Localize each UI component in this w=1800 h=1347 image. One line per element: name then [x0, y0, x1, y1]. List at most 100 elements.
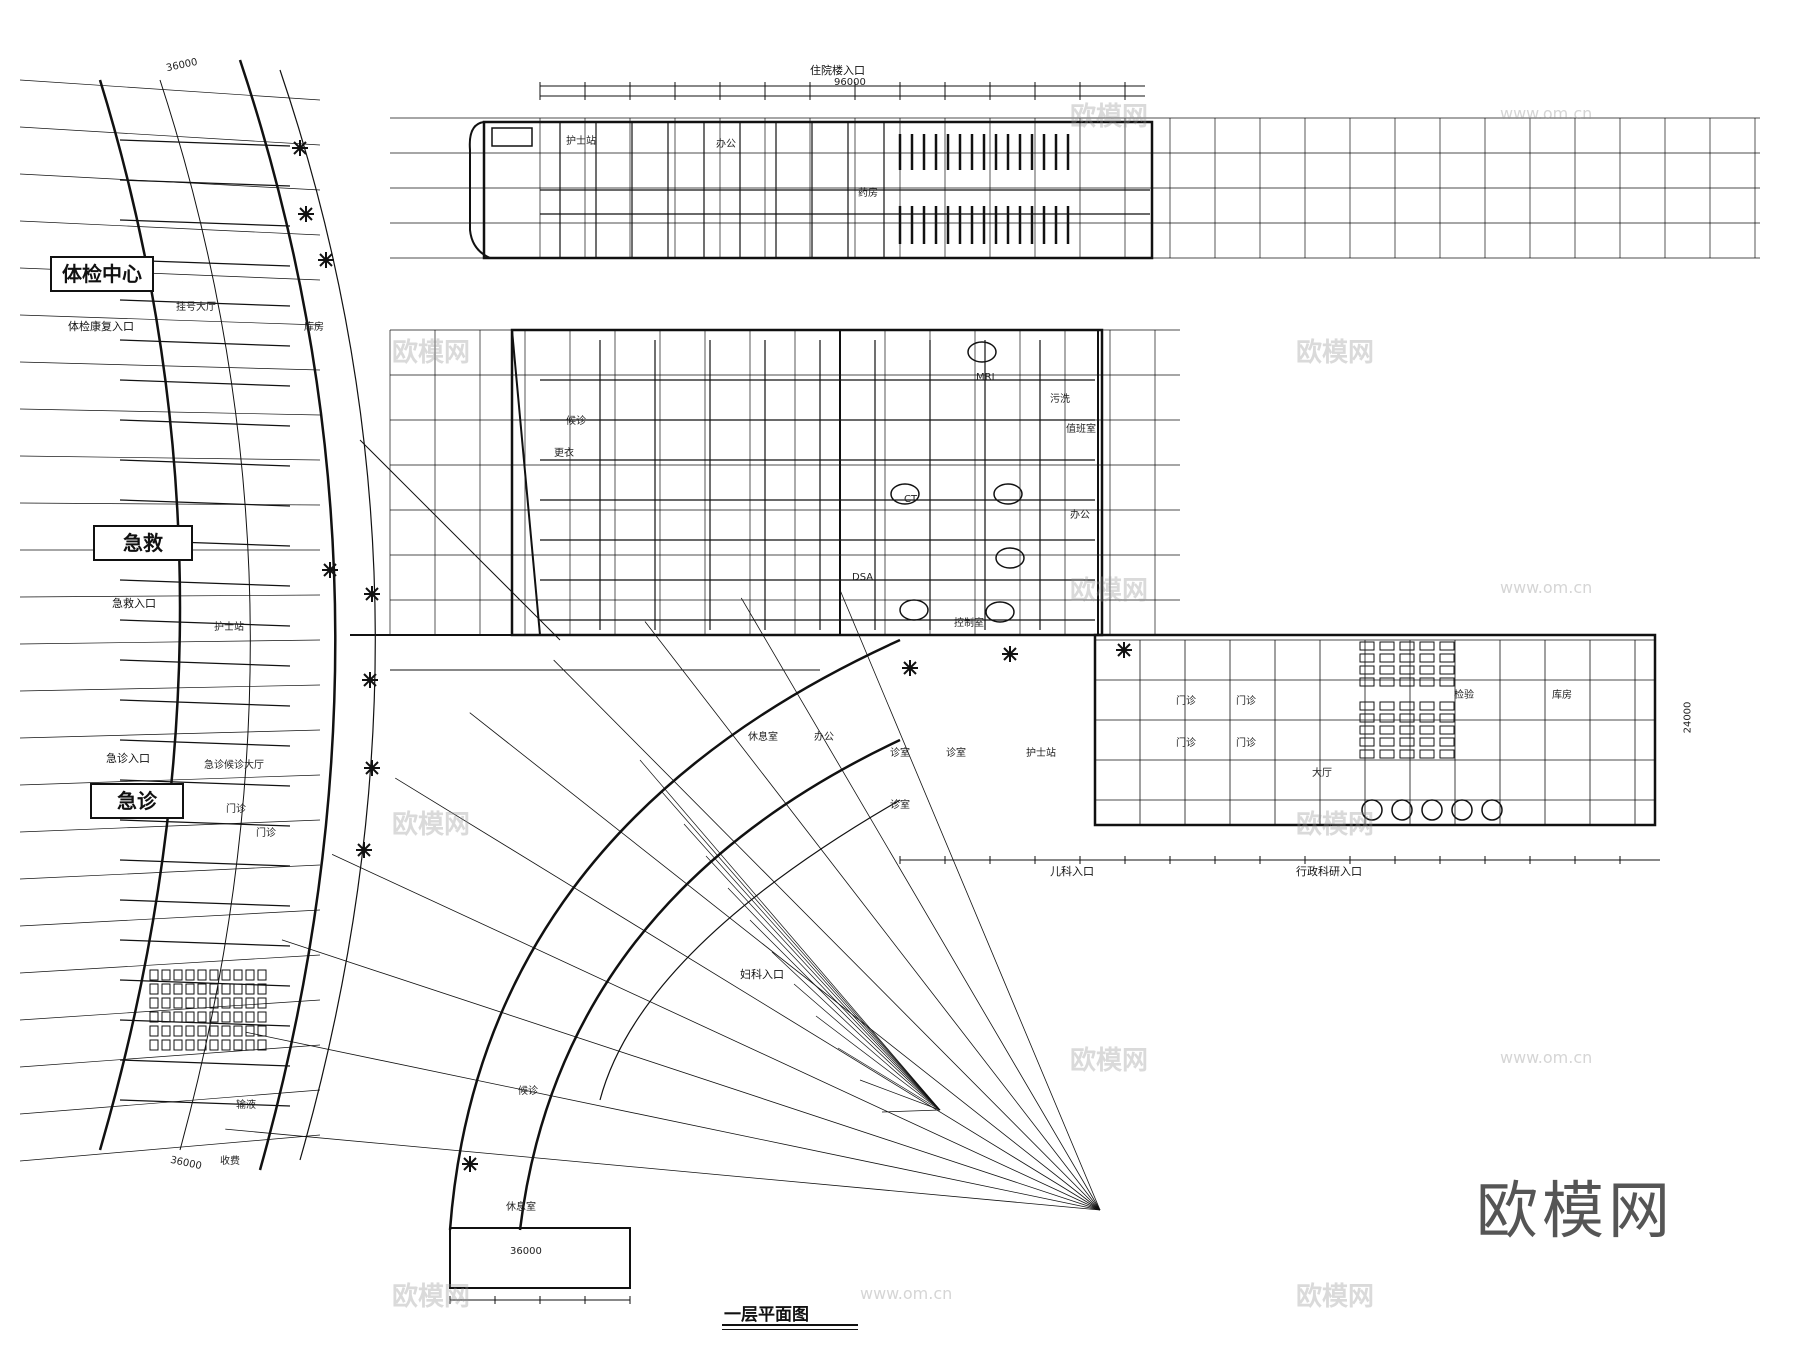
- infusion-seat: [257, 997, 267, 1009]
- room-clinic-5: 门诊: [1236, 696, 1256, 707]
- infusion-seat: [149, 1039, 159, 1051]
- infusion-seat: [209, 969, 219, 981]
- seat: [1439, 677, 1455, 687]
- inpatient-rounded-end: [468, 121, 491, 259]
- watermark-logo: 欧模网: [1476, 1174, 1675, 1247]
- infusion-seat: [149, 983, 159, 995]
- left-wing-radial: [19, 408, 321, 416]
- infusion-seat: [149, 1025, 159, 1037]
- room-lobby-1: 挂号大厅: [176, 302, 216, 313]
- fan-ray: [639, 759, 941, 1111]
- left-wing-radial: [19, 220, 321, 236]
- seat: [1439, 701, 1455, 711]
- left-wing-radial: [19, 864, 321, 880]
- infusion-seat: [257, 983, 267, 995]
- seat: [1379, 665, 1395, 675]
- seat: [1419, 749, 1435, 759]
- seat: [1419, 677, 1435, 687]
- infusion-seat: [233, 969, 243, 981]
- fan-radial-line: [839, 589, 1101, 1211]
- room-office-2: 办公: [1070, 510, 1090, 521]
- left-wing-radial: [19, 502, 321, 506]
- entrance-inpatient: 住院楼入口: [810, 64, 865, 77]
- fan-wing-end-block: [449, 1227, 631, 1289]
- room-nurse-station-3: 护士站: [1026, 748, 1056, 759]
- entrance-physical-rehab: 体检康复入口: [68, 320, 134, 333]
- seat: [1419, 653, 1435, 663]
- plant-symbol: [356, 842, 372, 858]
- room-waiting-2: 候诊: [518, 1086, 538, 1097]
- fan-wing-inner: [518, 738, 901, 1231]
- seat: [1379, 737, 1395, 747]
- fan-ray: [771, 951, 941, 1111]
- left-wing-radial: [19, 79, 321, 101]
- room-change-1: 更衣: [554, 448, 574, 459]
- left-wing-room: [119, 579, 291, 587]
- left-wing-outer-wall: [98, 79, 182, 1151]
- room-storage-2: 库房: [1552, 690, 1572, 701]
- left-wing-room: [119, 219, 291, 227]
- left-wing-radial: [19, 455, 321, 461]
- plant-symbol: [902, 660, 918, 676]
- infusion-seat: [233, 1025, 243, 1037]
- infusion-seat: [221, 1025, 231, 1037]
- fan-ray: [661, 791, 941, 1111]
- room-mri: MRI: [976, 372, 995, 383]
- seat: [1359, 641, 1375, 651]
- room-duty-1: 值班室: [1066, 424, 1096, 435]
- left-wing-room: [119, 299, 291, 307]
- fan-radial-line: [469, 712, 1101, 1211]
- ambulance-car: [491, 127, 533, 147]
- infusion-seat: [257, 969, 267, 981]
- seat: [1359, 665, 1375, 675]
- infusion-seat: [197, 997, 207, 1009]
- seat: [1419, 701, 1435, 711]
- seat: [1379, 701, 1395, 711]
- left-wing-inner-wall: [238, 59, 337, 1171]
- left-wing-room: [119, 339, 291, 347]
- fan-wing-corridor: [599, 799, 901, 1101]
- left-wing-radial: [19, 999, 321, 1021]
- seat: [1419, 713, 1435, 723]
- infusion-seat: [221, 1011, 231, 1023]
- infusion-seat: [245, 1011, 255, 1023]
- room-rest-2: 休息室: [506, 1202, 536, 1213]
- watermark-faint-7: 欧模网: [1070, 1046, 1149, 1076]
- seat: [1419, 737, 1435, 747]
- infusion-seat: [161, 1011, 171, 1023]
- left-wing-radial: [19, 126, 321, 146]
- left-wing-room: [119, 899, 291, 907]
- room-clinic-1: 门诊: [226, 804, 246, 815]
- fan-ray: [683, 823, 941, 1111]
- fan-radial-line: [331, 854, 1101, 1211]
- plant-symbol: [462, 1156, 478, 1172]
- infusion-seat: [197, 1025, 207, 1037]
- room-clinic-4: 门诊: [1176, 738, 1196, 749]
- watermark-url-1: www.om.cn: [1500, 104, 1593, 123]
- entrance-emergency: 急救入口: [112, 597, 156, 610]
- infusion-seat: [173, 969, 183, 981]
- imaging-equipment: [890, 483, 920, 505]
- plant-symbol: [1116, 642, 1132, 658]
- infusion-seat: [245, 969, 255, 981]
- infusion-seat: [209, 997, 219, 1009]
- left-wing-radial: [19, 314, 321, 326]
- left-wing-room: [119, 179, 291, 187]
- entrance-gynecology: 妇科入口: [740, 968, 784, 981]
- room-hall-1: 大厅: [1312, 768, 1332, 779]
- room-nurse-station-1: 护士站: [566, 136, 596, 147]
- plant-symbol: [1002, 646, 1018, 662]
- seat: [1439, 653, 1455, 663]
- fan-ray: [793, 983, 941, 1111]
- seat: [1379, 713, 1395, 723]
- seat: [1439, 713, 1455, 723]
- watermark-url-3: www.om.cn: [1500, 1048, 1593, 1067]
- seat: [1399, 725, 1415, 735]
- seat: [1359, 677, 1375, 687]
- room-control: 控制室: [954, 618, 984, 629]
- left-wing-radial: [19, 819, 321, 833]
- watermark-faint-5: 欧模网: [392, 810, 471, 840]
- room-waiting-1: 候诊: [566, 416, 586, 427]
- infusion-seat: [233, 1011, 243, 1023]
- drawing-title: 一层平面图: [724, 1305, 809, 1325]
